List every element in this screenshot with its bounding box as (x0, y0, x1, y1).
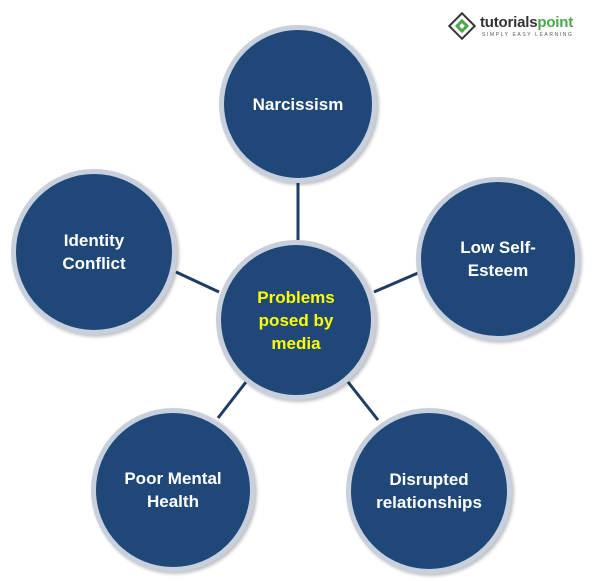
node-label-disrupted-relationships: Disrupted relationships (376, 470, 482, 512)
node-label-center: Problems posed by media (257, 287, 335, 353)
node-label-narcissism: Narcissism (252, 94, 344, 114)
node-poor-mental-health: Poor Mental Health (91, 408, 255, 572)
logo-tagline: SIMPLY EASY LEARNING (482, 32, 574, 38)
tutorialspoint-logo: tutorialspoint SIMPLY EASY LEARNING (446, 10, 596, 44)
node-narcissism: Narcissism (219, 25, 377, 183)
connector-center-low-self-esteem (373, 271, 419, 294)
logo-wordmark: tutorialspoint (480, 14, 573, 31)
logo-mark-icon (447, 11, 477, 41)
node-label-low-self-esteem: Low Self- Esteem (460, 238, 536, 280)
node-label-poor-mental-health: Poor Mental Health (124, 469, 222, 511)
connector-center-identity-conflict (175, 270, 220, 294)
logo-wordmark-part2: point (537, 14, 574, 31)
node-identity-conflict: Identity Conflict (11, 169, 177, 335)
connector-center-poor-mental-health (216, 381, 248, 419)
node-low-self-esteem: Low Self- Esteem (416, 177, 580, 341)
connector-center-disrupted (346, 381, 380, 421)
logo-wordmark-part1: tutorials (480, 14, 538, 31)
node-disrupted-relationships: Disrupted relationships (346, 408, 512, 574)
node-center-problems: Problems posed by media (216, 240, 376, 400)
node-label-identity-conflict: Identity Conflict (62, 231, 126, 273)
